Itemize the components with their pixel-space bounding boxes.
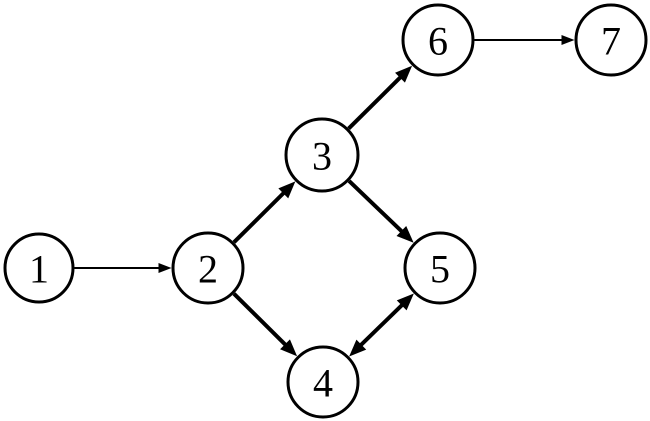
node-label-5: 5 [430, 247, 450, 292]
nodes-layer: 1 2 3 4 5 6 7 [3, 3, 648, 419]
graph-node-2[interactable]: 2 [171, 231, 245, 305]
graph-node-6[interactable]: 6 [401, 3, 475, 77]
edge-line [347, 179, 407, 236]
node-circle-2[interactable] [171, 231, 245, 305]
node-label-3: 3 [312, 134, 332, 179]
edge-line [347, 72, 405, 131]
edge-line [232, 188, 289, 244]
arrowhead-to-7 [561, 35, 575, 45]
node-circle-7[interactable] [574, 3, 648, 77]
graph-node-4[interactable]: 4 [286, 345, 360, 419]
arrowhead-to-3 [278, 181, 296, 199]
node-circle-1[interactable] [3, 232, 75, 304]
node-label-1: 1 [29, 247, 49, 292]
edge-line [356, 300, 407, 350]
graph-node-3[interactable]: 3 [284, 117, 360, 193]
arrowhead-to-5 [396, 225, 414, 243]
node-circle-5[interactable] [403, 231, 477, 305]
graph-edge-3-6 [347, 65, 413, 131]
graph-edge-3-5 [347, 179, 414, 243]
node-label-4: 4 [313, 361, 333, 406]
node-label-7: 7 [601, 19, 621, 64]
arrowhead-to-5 [396, 293, 414, 311]
node-circle-4[interactable] [286, 345, 360, 419]
arrowhead-to-4 [349, 339, 367, 357]
graph-edge-2-4 [232, 292, 298, 357]
arrowhead-to-6 [395, 65, 413, 83]
graph-node-1[interactable]: 1 [3, 232, 75, 304]
edges-layer [74, 35, 575, 357]
arrowhead-to-4 [280, 339, 298, 357]
graph-node-5[interactable]: 5 [403, 231, 477, 305]
arrowhead-to-2 [158, 263, 172, 273]
edge-line [232, 292, 290, 350]
node-circle-6[interactable] [401, 3, 475, 77]
graph-edge-1-2 [74, 263, 172, 273]
node-label-2: 2 [198, 247, 218, 292]
graph-node-7[interactable]: 7 [574, 3, 648, 77]
node-circle-3[interactable] [284, 117, 360, 193]
node-label-6: 6 [428, 19, 448, 64]
graph-edge-6-7 [474, 35, 575, 45]
graph-edge-2-3 [232, 181, 296, 244]
graph-edge-4-5 [349, 293, 414, 357]
